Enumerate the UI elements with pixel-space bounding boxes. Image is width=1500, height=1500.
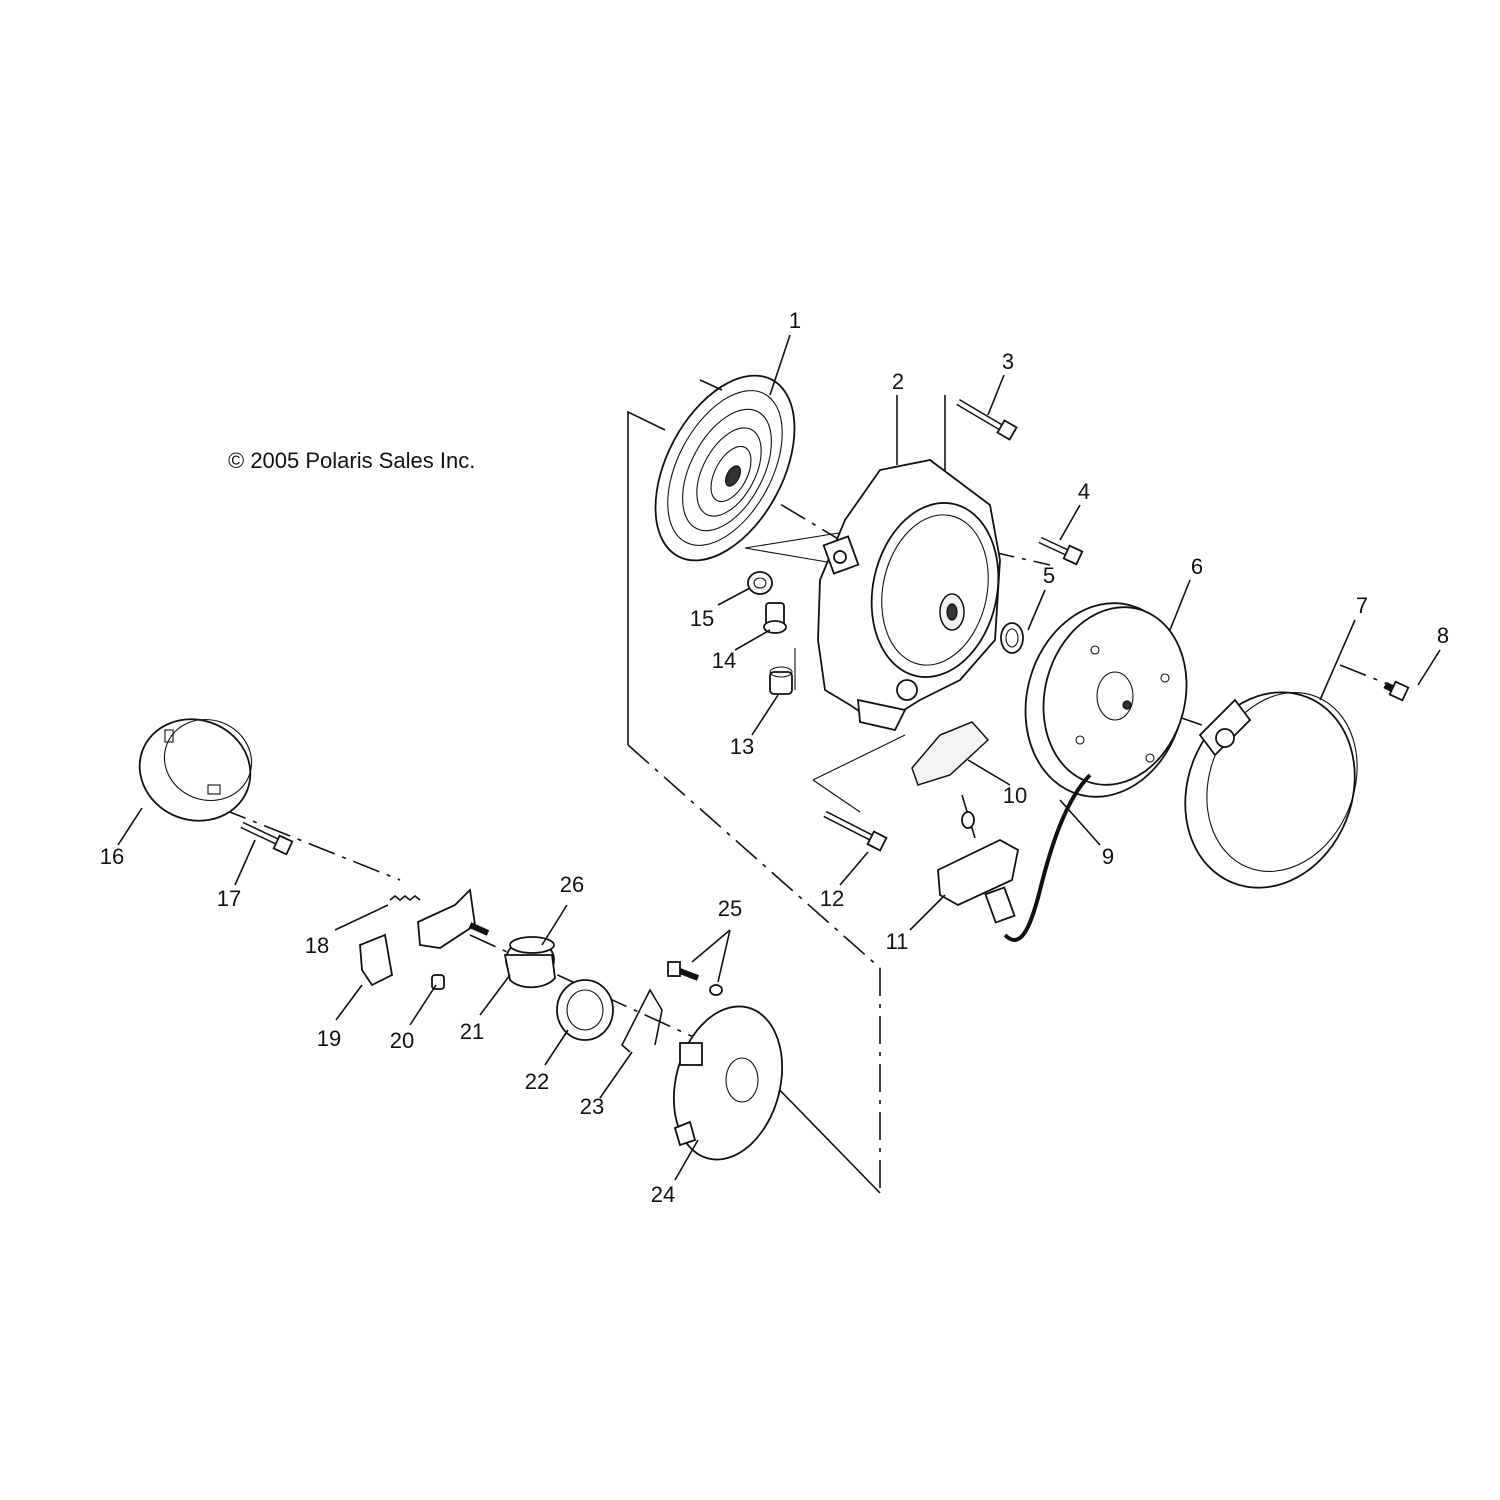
callout-21: 21	[460, 1019, 484, 1044]
copyright-notice: © 2005 Polaris Sales Inc.	[228, 448, 476, 473]
callout-17: 17	[217, 886, 241, 911]
callout-3: 3	[1002, 349, 1014, 374]
callout-16: 16	[100, 844, 124, 869]
washer-15	[747, 571, 773, 595]
wire-spring-23	[621, 988, 663, 1053]
starter-housing	[817, 459, 1001, 732]
bolt-17	[240, 821, 294, 856]
pin-20	[431, 974, 445, 990]
outer-cover	[1184, 691, 1358, 889]
washer-26	[509, 936, 555, 954]
recoil-spring	[654, 374, 796, 562]
callout-13: 13	[730, 734, 754, 759]
screw-25	[667, 961, 723, 996]
handle-insert	[911, 721, 990, 786]
callout-26: 26	[560, 872, 584, 897]
callout-19: 19	[317, 1026, 341, 1051]
callout-18: 18	[305, 933, 329, 958]
washer-22	[556, 979, 614, 1041]
callout-15: 15	[690, 606, 714, 631]
rope-pulley	[1024, 602, 1188, 798]
fitting-14	[763, 602, 787, 634]
plate-24	[672, 1005, 784, 1161]
starter-handle	[937, 794, 1020, 924]
callout-25: 25	[718, 896, 742, 921]
callout-6: 6	[1191, 554, 1203, 579]
callout-11: 11	[886, 929, 909, 954]
pawl-plate	[417, 888, 490, 949]
callout-22: 22	[525, 1069, 549, 1094]
callout-14: 14	[712, 648, 736, 673]
callout-5: 5	[1043, 563, 1055, 588]
bolt-3	[956, 398, 1018, 441]
callout-7: 7	[1356, 593, 1368, 618]
callout-23: 23	[580, 1094, 604, 1119]
bolt-8	[1383, 680, 1410, 702]
callout-24: 24	[651, 1182, 675, 1207]
callout-2: 2	[892, 369, 904, 394]
callout-12: 12	[820, 886, 844, 911]
leader-lines	[117, 334, 1441, 1181]
drive-cup	[138, 718, 253, 822]
callout-9: 9	[1102, 844, 1114, 869]
spring-18	[389, 894, 421, 902]
callout-1: 1	[789, 308, 801, 333]
callout-8: 8	[1437, 623, 1449, 648]
callout-4: 4	[1078, 479, 1090, 504]
pawl-19	[359, 933, 394, 987]
callout-10: 10	[1003, 783, 1027, 808]
callout-numbers: 1 2 3 4 5 6 7 8 9 10 11 12 13 14 15 16 1…	[100, 308, 1449, 1207]
bolt-4	[1038, 536, 1084, 566]
callout-20: 20	[390, 1028, 414, 1053]
bolt-12	[823, 810, 888, 852]
bushing-13	[769, 666, 793, 695]
seal-5	[1000, 622, 1024, 654]
starter-rope	[1003, 773, 1092, 942]
